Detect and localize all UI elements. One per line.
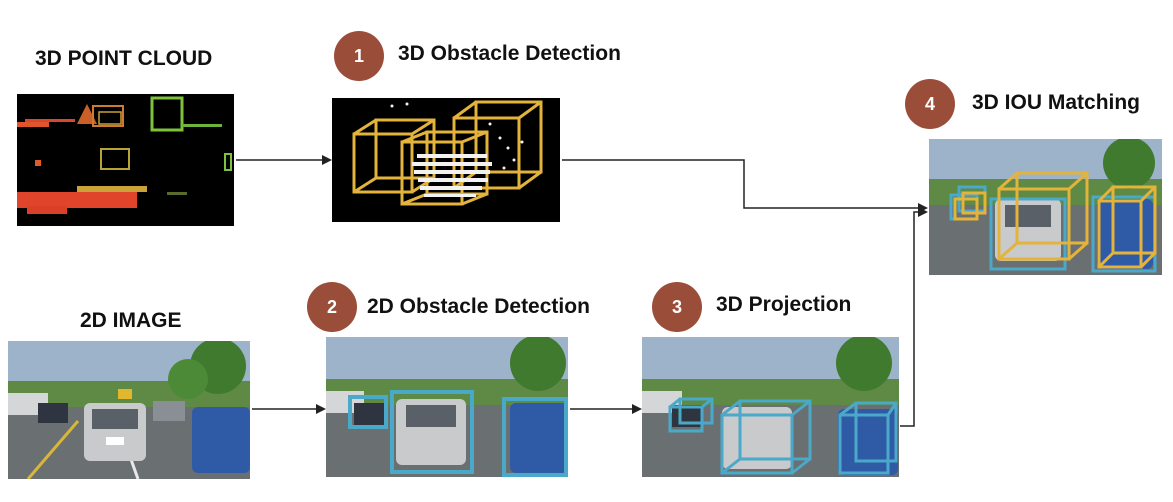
arrow-step1-to-step4 <box>562 159 928 213</box>
step-1-badge: 1 <box>334 31 384 81</box>
3d-projection-image <box>642 337 899 477</box>
point-cloud-image <box>17 94 234 226</box>
2d-image <box>8 341 250 479</box>
step-3-badge: 3 <box>652 282 702 332</box>
arrow-step3-to-step4 <box>900 207 928 427</box>
3d-detection-image <box>332 98 560 222</box>
step-1-title: 3D Obstacle Detection <box>398 42 621 65</box>
step-3-title: 3D Projection <box>716 293 852 316</box>
point-cloud-label: 3D POINT CLOUD <box>35 47 213 70</box>
step-4-title: 3D IOU Matching <box>972 91 1141 114</box>
iou-matching-image <box>929 139 1162 275</box>
step-2-badge: 2 <box>307 282 357 332</box>
step-2-title: 2D Obstacle Detection <box>367 295 590 318</box>
2d-detection-image <box>326 337 568 477</box>
step-4-badge: 4 <box>905 79 955 129</box>
image-label: 2D IMAGE <box>80 309 182 332</box>
